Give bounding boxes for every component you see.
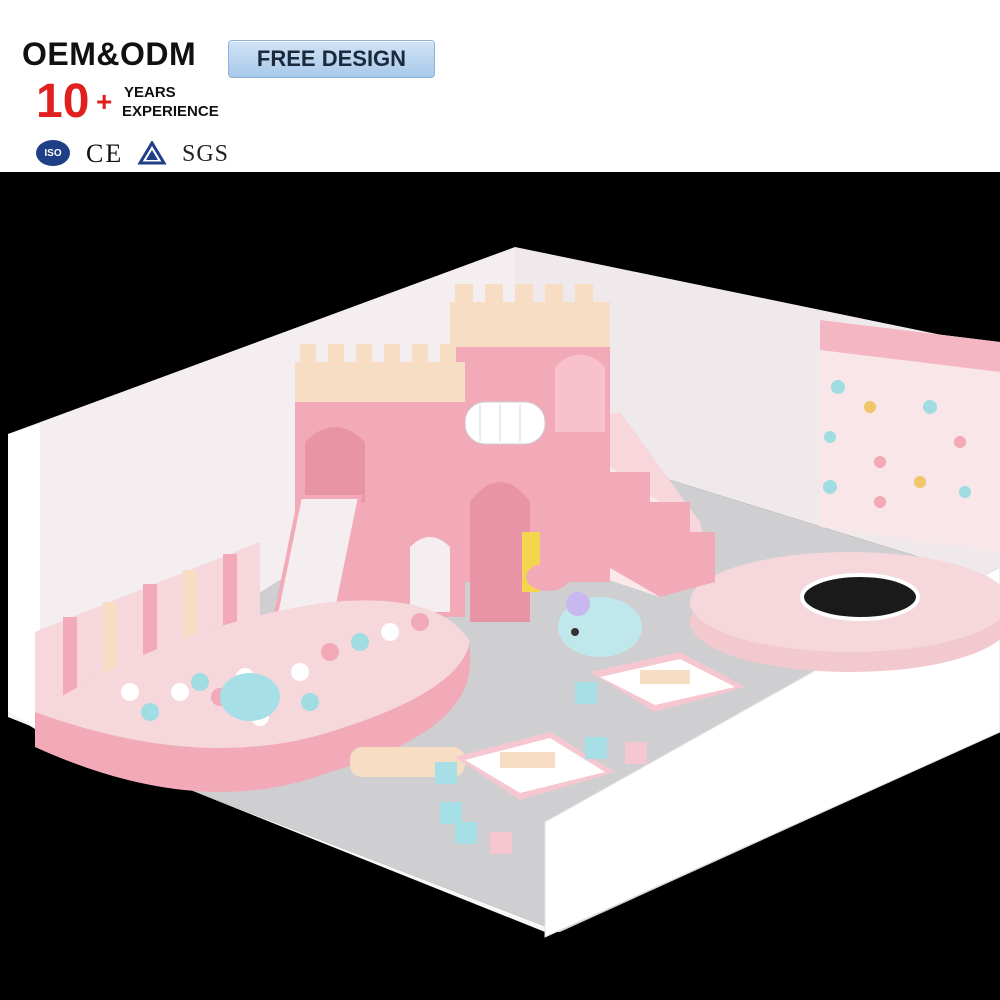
experience-plus: +	[96, 86, 113, 117]
brand-text: OEM&ODM	[22, 36, 197, 72]
experience-years-label: YEARS	[124, 84, 176, 101]
tuv-icon	[136, 140, 168, 168]
ball-pit	[35, 600, 470, 792]
chairs	[435, 682, 647, 854]
trampoline	[690, 552, 1000, 672]
iso-icon: ISO	[36, 140, 70, 166]
experience-label: EXPERIENCE	[122, 103, 219, 120]
activity-table-right	[590, 652, 745, 712]
climbing-wall	[820, 320, 1000, 552]
free-design-badge: FREE DESIGN	[228, 40, 435, 78]
front-wall-left-face	[8, 424, 40, 732]
playroom-render	[0, 172, 1000, 1000]
ce-icon: CE	[86, 139, 124, 168]
experience-number: 10	[36, 75, 90, 128]
castle-tower-back	[450, 284, 610, 622]
tube-bridge	[464, 401, 546, 445]
activity-table-left	[455, 732, 615, 800]
sgs-label: SGS	[182, 140, 230, 167]
header-banner: OEM&ODM FREE DESIGN 10 + YEARS EXPERIENC…	[0, 0, 1000, 172]
ride-on-toys	[522, 532, 642, 657]
